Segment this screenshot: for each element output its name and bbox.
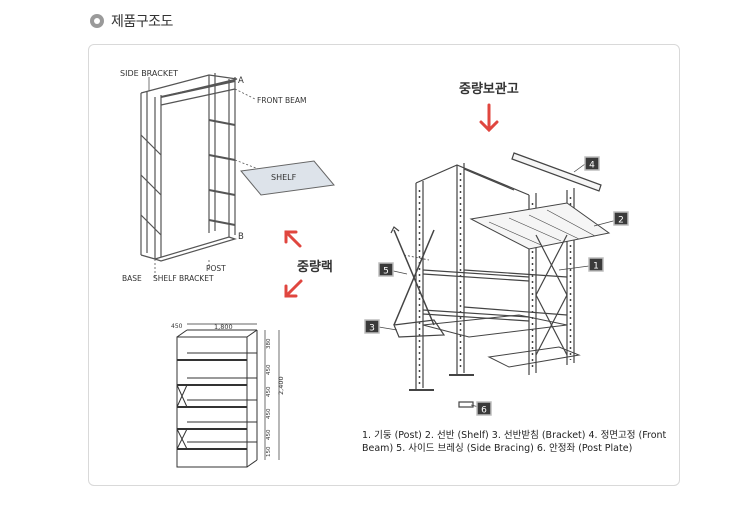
up-left-arrow-icon (284, 230, 302, 248)
marker-4: 4 (584, 156, 600, 171)
iso-rack-drawing (140, 73, 275, 277)
storage-rack-drawing (390, 152, 611, 408)
label-b: B (238, 232, 244, 242)
dim-spacing-2: 450 (266, 386, 272, 397)
shelf-panel (240, 160, 335, 196)
dim-depth-label: 450 (171, 323, 183, 330)
marker-6: 6 (476, 401, 492, 416)
side-bracket-label: SIDE BRACKET (120, 69, 178, 78)
post-label: POST (206, 264, 226, 273)
marker-5-label: 5 (383, 267, 389, 277)
shelf-label: SHELF (271, 173, 297, 182)
label-a: A (238, 76, 244, 86)
storage-title: 중량보관고 (459, 81, 519, 97)
dim-height-label: 2,400 (277, 376, 285, 395)
structure-panel: SIDE BRACKET A FRONT BEAM SHELF B POST B… (88, 44, 680, 486)
marker-4-label: 4 (589, 161, 595, 171)
dim-spacing-0: 380 (266, 338, 272, 349)
marker-1-label: 1 (593, 262, 599, 272)
marker-6-label: 6 (481, 406, 487, 416)
marker-3-label: 3 (369, 324, 375, 334)
marker-2: 2 (613, 211, 629, 226)
dim-spacing-1: 450 (266, 364, 272, 375)
marker-3: 3 (364, 319, 380, 334)
marker-1: 1 (588, 257, 604, 272)
structure-diagram: SIDE BRACKET A FRONT BEAM SHELF B POST B… (120, 69, 629, 468)
marker-2-label: 2 (618, 216, 624, 226)
dim-spacing-3: 450 (266, 408, 272, 419)
rack-label: 중량랙 (297, 259, 333, 275)
section-title: 제품구조도 (111, 14, 173, 30)
section-header: 제품구조도 (90, 11, 173, 31)
down-left-arrow-icon (284, 279, 303, 298)
dim-spacing-5: 150 (266, 446, 272, 457)
marker-5: 5 (378, 262, 394, 277)
parts-caption: 1. 기둥 (Post) 2. 선반 (Shelf) 3. 선반받침 (Brac… (362, 430, 667, 454)
dim-spacing-4: 450 (266, 429, 272, 440)
circle-bullet-icon (90, 14, 104, 28)
dimension-rack-drawing (176, 323, 280, 468)
shelf-bracket-label: SHELF BRACKET (153, 274, 214, 283)
front-beam-label: FRONT BEAM (257, 96, 307, 105)
dim-width-label: 1,800 (214, 323, 233, 331)
down-arrow-icon (479, 103, 499, 133)
base-label: BASE (122, 274, 142, 283)
